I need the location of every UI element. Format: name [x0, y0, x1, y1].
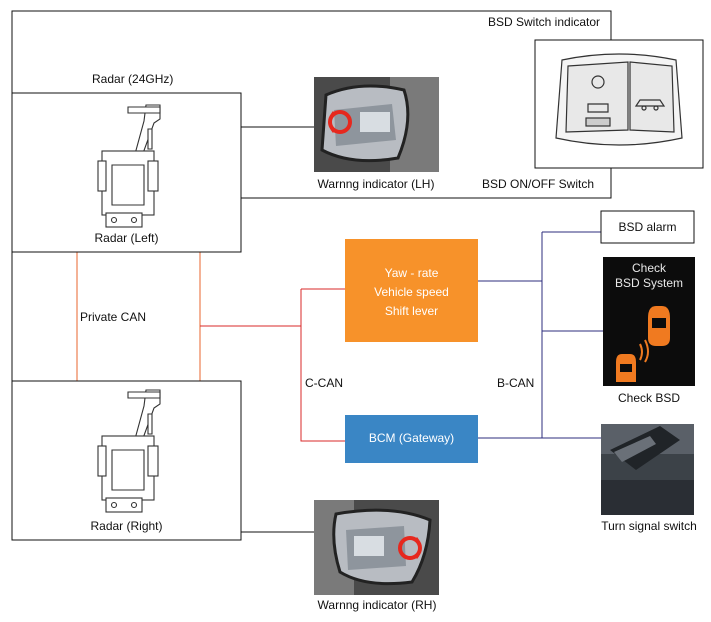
radar-left-label: Radar (Left): [94, 231, 159, 245]
bsd-alarm-box: [600, 210, 695, 244]
radar-sensor-icon: [97, 389, 161, 513]
b-can-lines: [478, 231, 603, 439]
bsd-alarm-text: BSD alarm: [618, 220, 677, 234]
yaw-rate-line: Yaw - rate: [384, 266, 439, 280]
c-can-lines: [200, 288, 345, 442]
bsd-switch-panel-icon: [555, 53, 683, 146]
screen-line-check: Check: [631, 261, 666, 275]
vehicle-speed-line: Vehicle speed: [374, 285, 449, 299]
side-mirror-rh-icon: [314, 500, 439, 595]
c-can-label: C-CAN: [305, 376, 343, 390]
check-bsd-display: [603, 257, 695, 386]
radar-right-label: Radar (Right): [90, 519, 163, 533]
turn-signal-switch-icon: [601, 424, 694, 515]
side-mirror-lh-icon: [314, 77, 439, 172]
bsd-switch-indicator-label: BSD Switch indicator: [488, 15, 601, 29]
screen-line-bsd-system: BSD System: [614, 276, 683, 290]
warning-rh-label: Warnng indicator (RH): [317, 598, 437, 612]
private-can-label: Private CAN: [80, 310, 147, 324]
check-bsd-screen-text: Check BSD System: [603, 261, 695, 291]
warning-lh-label: Warnng indicator (LH): [317, 177, 435, 191]
yaw-speed-shift-box: [345, 239, 478, 342]
shift-lever-line: Shift lever: [384, 304, 439, 318]
check-bsd-label: Check BSD: [617, 391, 681, 405]
radar-24ghz-label: Radar (24GHz): [92, 72, 174, 86]
bcm-gateway-box: [345, 415, 478, 463]
yaw-speed-shift-text: Yaw - rate Vehicle speed Shift lever: [345, 264, 478, 321]
b-can-label: B-CAN: [497, 376, 535, 390]
bsd-onoff-switch-label: BSD ON/OFF Switch: [482, 177, 595, 191]
bcm-gateway-text: BCM (Gateway): [368, 431, 455, 445]
private-can-lines: [76, 252, 201, 381]
radar-sensor-icon: [97, 104, 161, 228]
turn-signal-switch-label: Turn signal switch: [601, 519, 697, 533]
